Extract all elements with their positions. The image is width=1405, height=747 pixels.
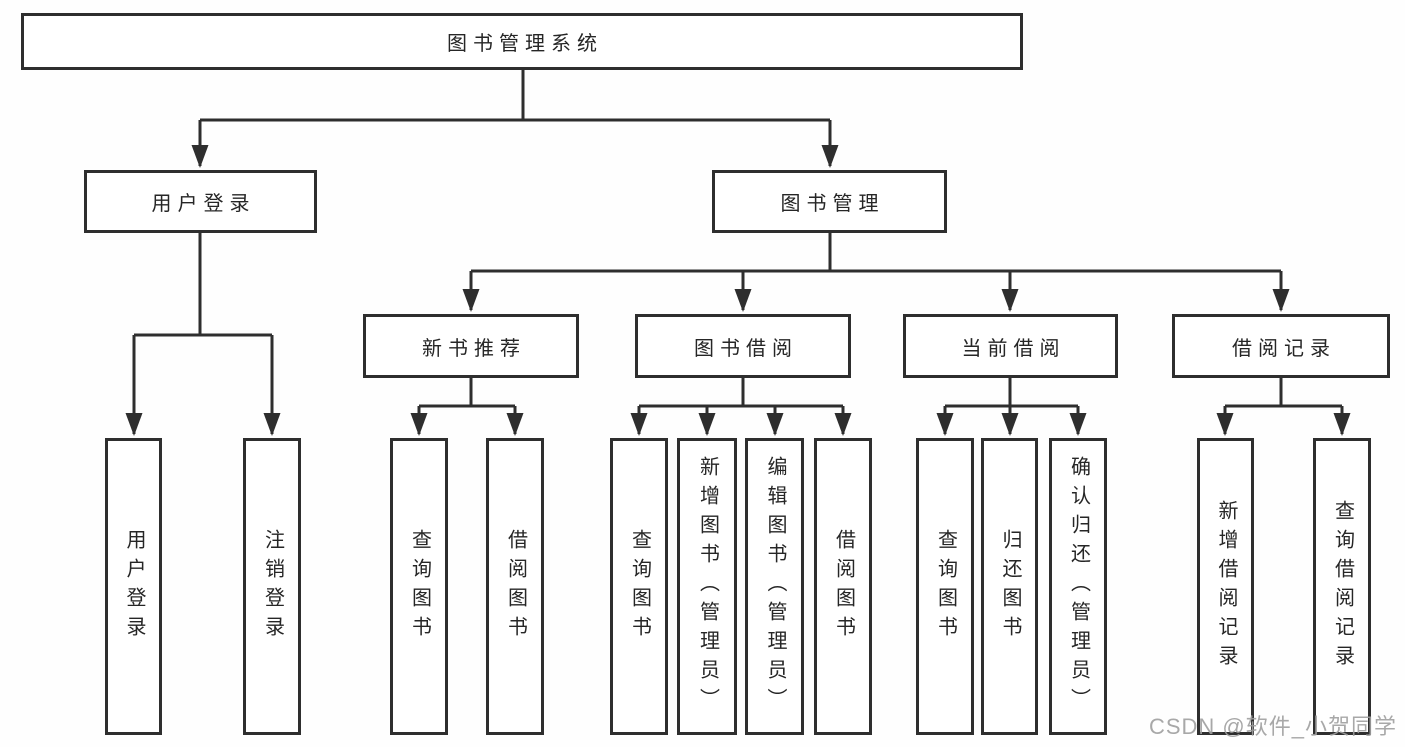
leaf-borrow-books: 借阅图书 [814, 438, 872, 735]
leaf-query-books-borrowing-label: 查询图书 [628, 528, 651, 645]
leaf-confirm-return-admin: 确认归还（管理员） [1049, 438, 1107, 735]
leaf-add-borrow-record: 新增借阅记录 [1197, 438, 1254, 735]
leaf-query-borrow-record: 查询借阅记录 [1313, 438, 1371, 735]
leaf-query-books-current-label: 查询图书 [934, 528, 957, 645]
leaf-return-books: 归还图书 [981, 438, 1038, 735]
leaf-query-books-recommend: 查询图书 [390, 438, 448, 735]
leaf-user-login: 用户登录 [105, 438, 162, 735]
leaf-borrow-books-label: 借阅图书 [832, 528, 855, 645]
leaf-confirm-return-admin-label: 确认归还（管理员） [1067, 456, 1090, 717]
leaf-add-borrow-record-label: 新增借阅记录 [1215, 499, 1237, 674]
node-current-borrowing: 当前借阅 [903, 314, 1118, 378]
leaf-return-books-label: 归还图书 [999, 528, 1021, 645]
leaf-query-books-borrowing: 查询图书 [610, 438, 668, 735]
leaf-edit-books-admin: 编辑图书（管理员） [745, 438, 804, 735]
leaf-query-borrow-record-label: 查询借阅记录 [1331, 499, 1354, 674]
node-user-login-branch: 用户登录 [84, 170, 317, 233]
leaf-borrow-books-recommend-label: 借阅图书 [504, 528, 527, 645]
leaf-logout: 注销登录 [243, 438, 301, 735]
node-borrow-records: 借阅记录 [1172, 314, 1390, 378]
leaf-query-books-recommend-label: 查询图书 [408, 528, 431, 645]
leaf-add-books-admin: 新增图书（管理员） [677, 438, 737, 735]
leaf-borrow-books-recommend: 借阅图书 [486, 438, 544, 735]
watermark: CSDN @软件_小贺同学 [1148, 714, 1397, 739]
leaf-query-books-current: 查询图书 [916, 438, 974, 735]
node-book-borrowing: 图书借阅 [635, 314, 851, 378]
node-new-book-recommend: 新书推荐 [363, 314, 579, 378]
node-library-management-system: 图书管理系统 [21, 13, 1023, 70]
leaf-logout-label: 注销登录 [261, 528, 284, 645]
leaf-user-login-label: 用户登录 [123, 528, 145, 645]
node-book-management-branch: 图书管理 [712, 170, 947, 233]
leaf-edit-books-admin-label: 编辑图书（管理员） [764, 456, 786, 717]
leaf-add-books-admin-label: 新增图书（管理员） [696, 456, 719, 717]
